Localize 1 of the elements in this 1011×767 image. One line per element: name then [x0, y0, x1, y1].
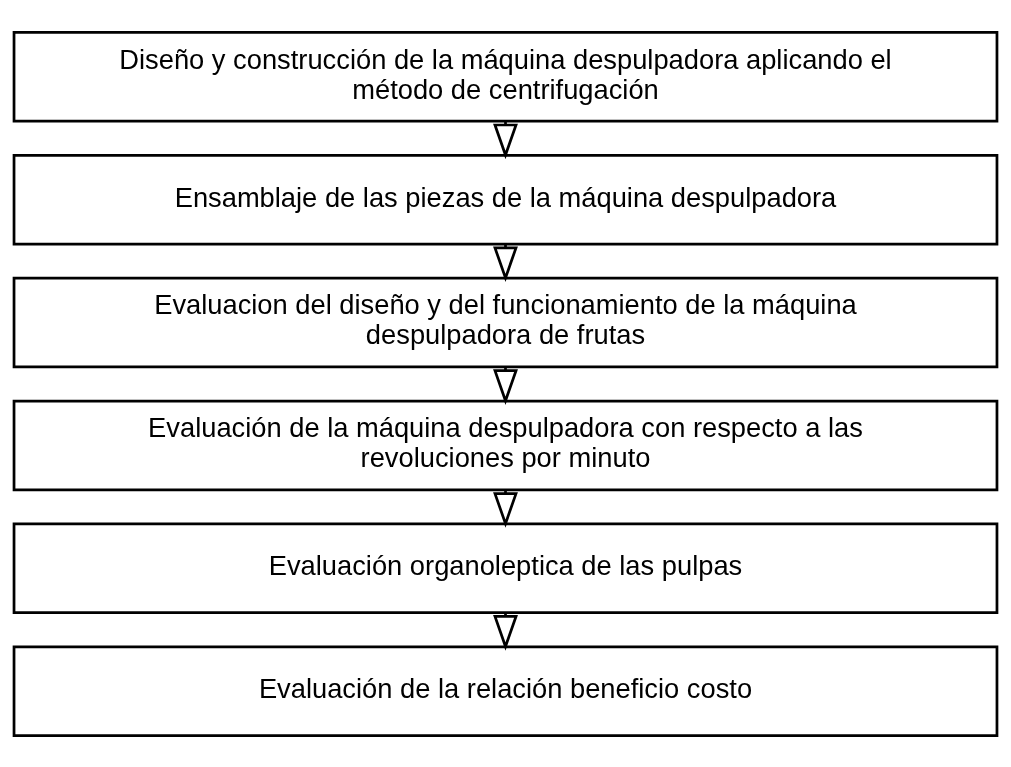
node-box: Evaluación de la relación beneficio costo: [12, 644, 999, 737]
